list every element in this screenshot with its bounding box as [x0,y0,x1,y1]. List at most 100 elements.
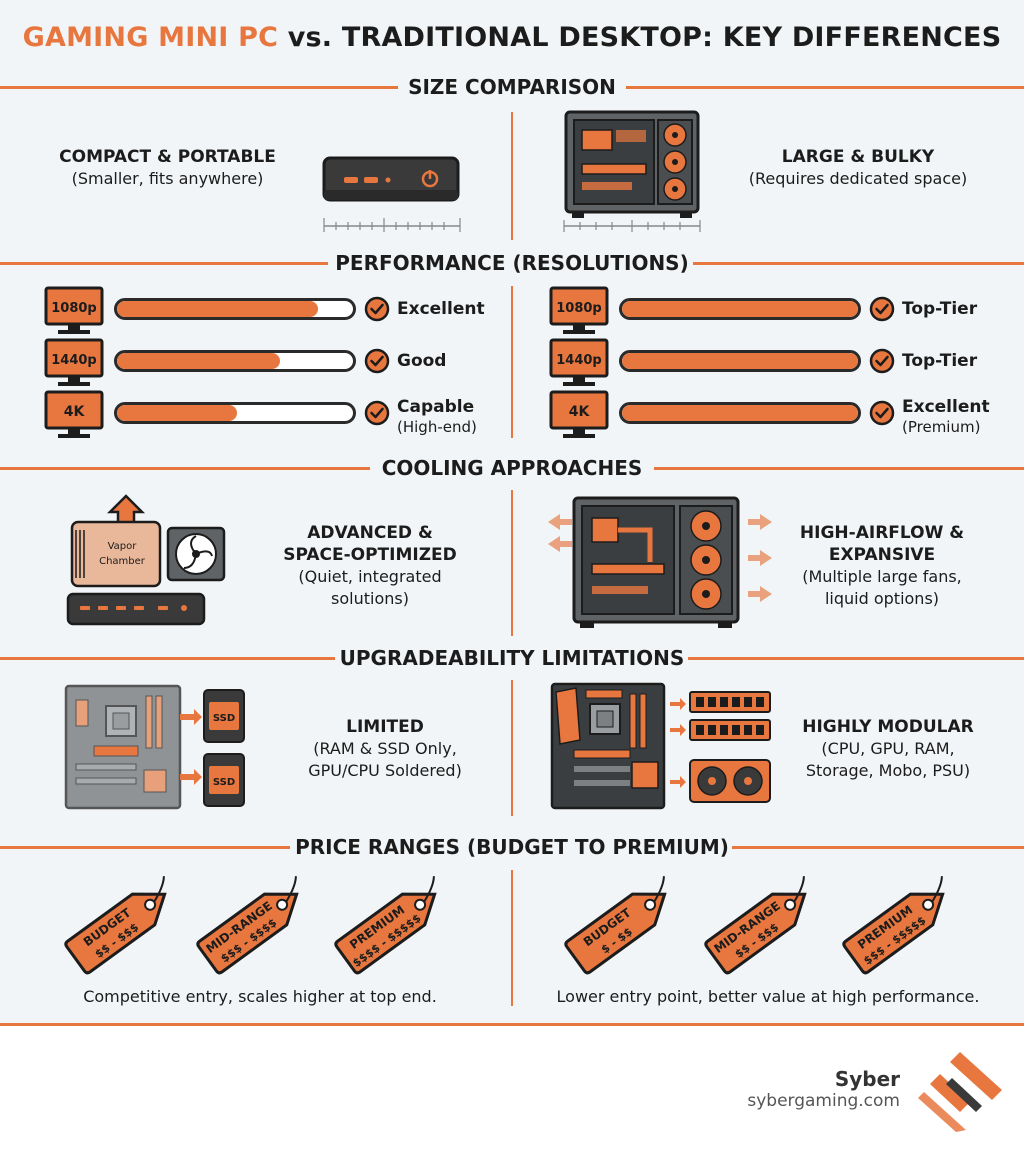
desk-cooling-sub-2: liquid options) [824,589,940,608]
desk-price-note: Lower entry point, better value at high … [556,987,980,1006]
footer-rule [0,1023,1024,1026]
column-divider [511,286,513,438]
resolution-label: 1440p [51,353,97,368]
section-title-price: PRICE RANGES (BUDGET TO PREMIUM) [295,835,729,859]
section-rule [693,262,1024,265]
desk-upgrade-heading: HIGHLY MODULAR [802,717,974,737]
price-tag: BUDGET$ - $$ [564,876,667,975]
desk-cooling-sub-1: (Multiple large fans, [802,567,962,586]
section-title-cooling: COOLING APPROACHES [381,456,643,480]
mini-cooling-heading-2: SPACE-OPTIMIZED [283,545,457,565]
mini-cooling-sub-2: solutions) [331,589,409,608]
mini-cooling-sub-1: (Quiet, integrated [298,567,442,586]
soldered-motherboard-icon: SSD SSD [64,684,245,810]
title-accent: GAMING MINI PC [22,22,279,53]
rating-note: (High-end) [397,418,477,436]
desk-resolution-row: 4K Excellent(Premium) [0,390,1024,438]
rating-label: Capable [397,397,475,417]
mini-upgrade-sub-2: GPU/CPU Soldered) [308,761,462,780]
performance-bar-track [114,298,356,320]
mini-upgrade-sub-1: (RAM & SSD Only, [313,739,457,758]
section-rule [732,846,1024,849]
mini-resolution-row: 1080p Excellent [0,286,1024,334]
resolution-label: 4K [64,404,86,420]
rating-label: Excellent [902,397,990,417]
section-rule [688,657,1024,660]
brand-url: sybergaming.com [747,1091,900,1111]
monitor-icon: 1440p [44,338,104,386]
performance-bar-track [114,350,356,372]
section-rule [0,846,290,849]
monitor-icon: 4K [549,390,609,438]
column-divider [511,490,513,636]
rating-label: Excellent [397,299,485,319]
desk-upgrade-sub-1: (CPU, GPU, RAM, [821,739,955,758]
performance-rating: Excellent [397,299,485,319]
performance-bar-fill [622,405,858,421]
desk-size-heading: LARGE & BULKY [781,147,935,167]
monitor-icon: 4K [44,390,104,438]
monitor-icon: 1440p [549,338,609,386]
column-divider [511,870,513,1006]
desktop-tower-icon [563,110,701,232]
resolution-label: 1440p [556,353,602,368]
performance-rating: Top-Tier [902,351,977,371]
column-divider [511,112,513,240]
rating-note: (Premium) [902,418,981,436]
price-tag: MID-RANGE$$ - $$$ [704,876,807,975]
desk-size-sub: (Requires dedicated space) [748,169,968,188]
mini-price-note: Competitive entry, scales higher at top … [83,987,437,1006]
rating-label: Good [397,351,447,371]
section-rule [0,86,398,89]
performance-rating: Top-Tier [902,299,977,319]
price-tag: BUDGET$$ - $$$ [64,876,167,975]
check-circle-icon [364,296,390,322]
rating-label: Top-Tier [902,351,978,371]
performance-bar-track [114,402,356,424]
brand-name: Syber [834,1067,900,1091]
vapor-label-1: Vapor [108,541,138,552]
modular-motherboard-icon [550,682,771,810]
syber-logo-icon [918,1052,1002,1132]
monitor-icon: 1080p [44,286,104,334]
section-rule [0,262,328,265]
performance-rating: Excellent(Premium) [902,397,990,437]
mini-size-text: COMPACT & PORTABLE (Smaller, fits anywhe… [40,146,295,190]
desk-size-text: LARGE & BULKY (Requires dedicated space) [728,146,988,190]
performance-bar-track [619,298,861,320]
price-tag: PREMIUM$$$$ - $$$$$ [334,876,437,975]
mini-size-sub: (Smaller, fits anywhere) [71,169,264,188]
performance-bar-track [619,402,861,424]
performance-rating: Good [397,351,446,371]
mini-cooling-text: ADVANCED & SPACE-OPTIMIZED (Quiet, integ… [270,522,470,610]
check-circle-icon [869,296,895,322]
desk-resolution-row: 1080p Top-Tier [0,286,1024,334]
desk-upgrade-sub-2: Storage, Mobo, PSU) [805,761,971,780]
section-title-performance: PERFORMANCE (RESOLUTIONS) [335,251,689,275]
ssd-label-2: SSD [213,777,235,788]
desk-cooling-heading-2: EXPANSIVE [828,545,936,565]
performance-rating: Capable(High-end) [397,397,477,437]
vapor-label-2: Chamber [99,556,146,567]
page-title: GAMING MINI PC vs. TRADITIONAL DESKTOP: … [0,22,1024,53]
resolution-label: 1080p [51,301,97,316]
resolution-label: 4K [569,404,591,420]
footer-band [0,1026,1024,1154]
desk-cooling-text: HIGH-AIRFLOW & EXPANSIVE (Multiple large… [788,522,976,610]
performance-bar-fill [117,353,280,369]
price-tag: PREMIUM$$$ - $$$$$ [842,876,945,975]
column-divider [511,680,513,816]
mini-upgrade-heading: LIMITED [346,717,424,737]
section-rule [654,467,1024,470]
resolution-label: 1080p [556,301,602,316]
performance-bar-track [619,350,861,372]
mini-cooling-heading-1: ADVANCED & [307,523,433,543]
check-circle-icon [364,400,390,426]
section-title-upgrade: UPGRADEABILITY LIMITATIONS [339,646,685,670]
mini-resolution-row: 4K Capable(High-end) [0,390,1024,438]
performance-bar-fill [622,353,858,369]
section-rule [626,86,1024,89]
rating-label: Top-Tier [902,299,978,319]
mini-resolution-row: 1440p Good [0,338,1024,386]
title-rest: vs. TRADITIONAL DESKTOP: KEY DIFFERENCES [278,22,1002,53]
